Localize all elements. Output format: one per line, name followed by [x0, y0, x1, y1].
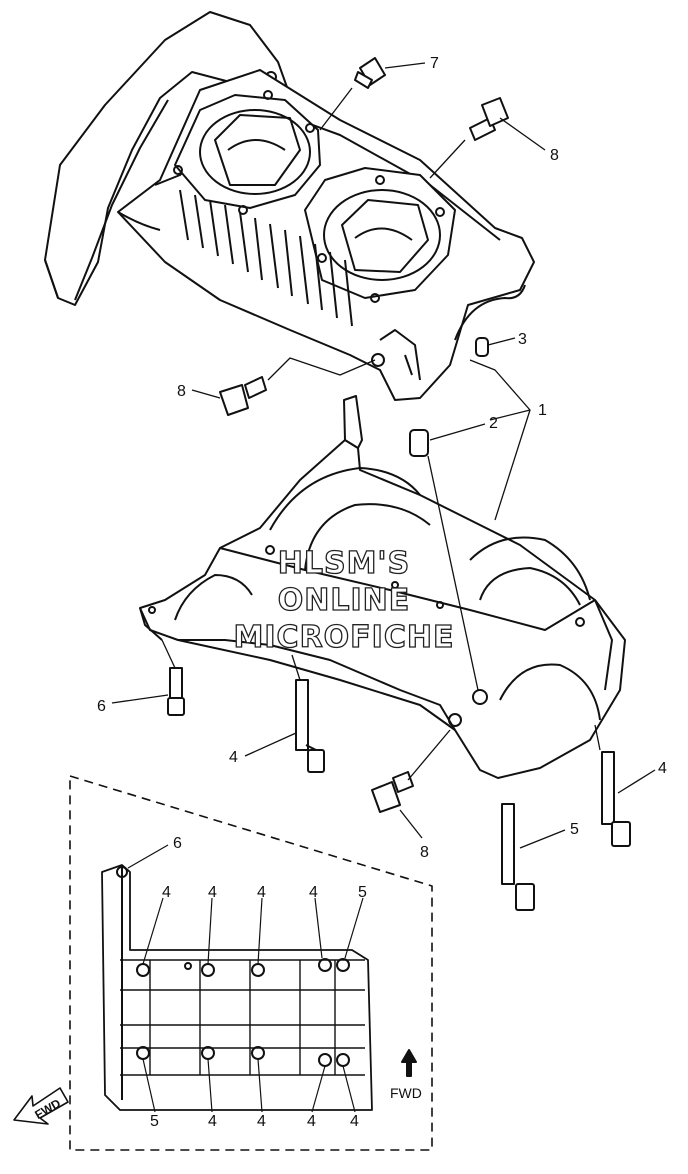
inset-label-top-2: 4 — [162, 884, 171, 901]
stud-4-left — [295, 679, 325, 773]
watermark-line-2: ONLINE — [278, 583, 411, 618]
callout-6: 6 — [97, 698, 106, 715]
callout-3: 3 — [518, 331, 527, 348]
callout-7: 7 — [430, 55, 439, 72]
inset-fwd-label: FWD — [390, 1085, 422, 1101]
inset-label-bottom-3: 4 — [257, 1113, 266, 1130]
watermark-line-1: HLSM'S — [278, 546, 410, 581]
callout-4-left: 4 — [229, 749, 238, 766]
inset-label-bottom-4: 4 — [307, 1113, 316, 1130]
inset-labels: 6 4 4 4 4 5 5 4 4 4 4 FWD — [150, 835, 422, 1130]
inset-label-top-5: 4 — [309, 884, 318, 901]
stud-5 — [501, 803, 535, 911]
watermark: HLSM'S ONLINE MICROFICHE — [233, 545, 455, 655]
callout-5: 5 — [570, 821, 579, 838]
inset-label-top-1: 6 — [173, 835, 182, 852]
bolt-6 — [167, 667, 185, 716]
callout-4-right: 4 — [658, 760, 667, 777]
callout-8-top: 8 — [550, 147, 559, 164]
dowel-3 — [475, 337, 489, 357]
fwd-up-arrow-icon — [401, 1049, 417, 1077]
inset-bottom-view — [69, 775, 433, 1151]
inset-label-bottom-5: 4 — [350, 1113, 359, 1130]
leader-lines — [111, 62, 656, 849]
callout-8-left: 8 — [177, 383, 186, 400]
inset-label-top-3: 4 — [208, 884, 217, 901]
inset-label-bottom-1: 5 — [150, 1113, 159, 1130]
callout-8-bottom: 8 — [420, 844, 429, 861]
dowel-2 — [409, 429, 429, 457]
inset-label-top-6: 5 — [358, 884, 367, 901]
bolt-8-bottom — [371, 771, 414, 813]
callout-labels: 7 8 3 8 2 1 6 4 4 8 5 — [97, 55, 667, 861]
inset-label-top-4: 4 — [257, 884, 266, 901]
bolt-7 — [354, 57, 386, 89]
watermark-line-3: MICROFICHE — [234, 620, 455, 655]
bolt-8-left — [219, 376, 267, 416]
upper-crankcase — [44, 11, 535, 401]
fwd-diagonal-arrow-icon — [13, 1087, 69, 1125]
inset-label-bottom-2: 4 — [208, 1113, 217, 1130]
lower-crankcase — [139, 395, 626, 779]
callout-2: 2 — [489, 415, 498, 432]
stud-4-right — [601, 751, 631, 847]
callout-1: 1 — [538, 402, 547, 419]
